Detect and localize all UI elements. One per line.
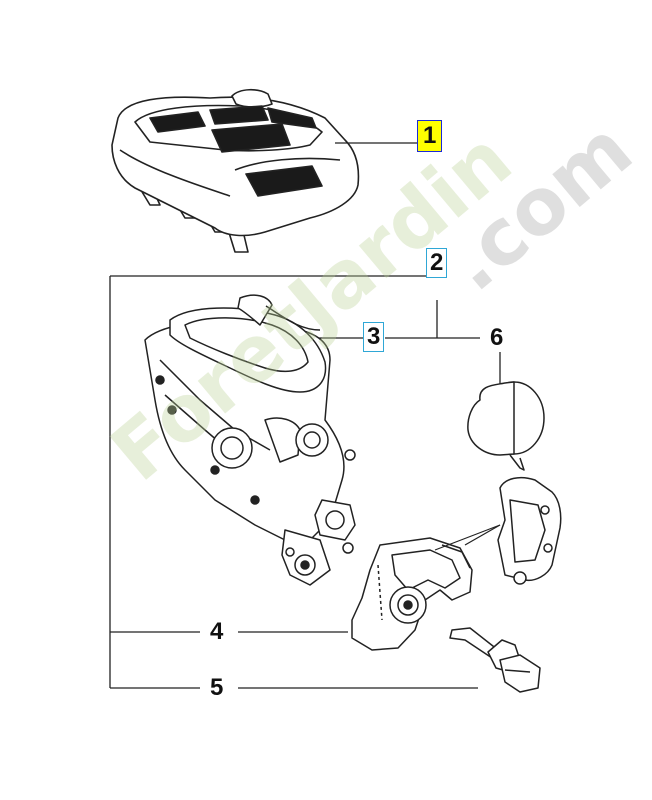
bolt-part[interactable]: [449, 627, 541, 693]
leader-line-6b: [464, 524, 501, 546]
callout-3[interactable]: 3: [363, 322, 385, 352]
chain-brake-part[interactable]: [467, 381, 562, 585]
callout-1[interactable]: 1: [417, 120, 443, 152]
callout-2[interactable]: 2: [426, 248, 448, 278]
callout-4[interactable]: 4: [210, 618, 224, 645]
leader-line-3b: [434, 524, 501, 551]
crankcase-housing-part[interactable]: [144, 294, 356, 586]
chain-guard-part[interactable]: [351, 537, 473, 651]
cylinder-cover-part[interactable]: [111, 88, 360, 253]
callout-6[interactable]: 6: [490, 324, 504, 351]
callout-5[interactable]: 5: [210, 674, 224, 701]
